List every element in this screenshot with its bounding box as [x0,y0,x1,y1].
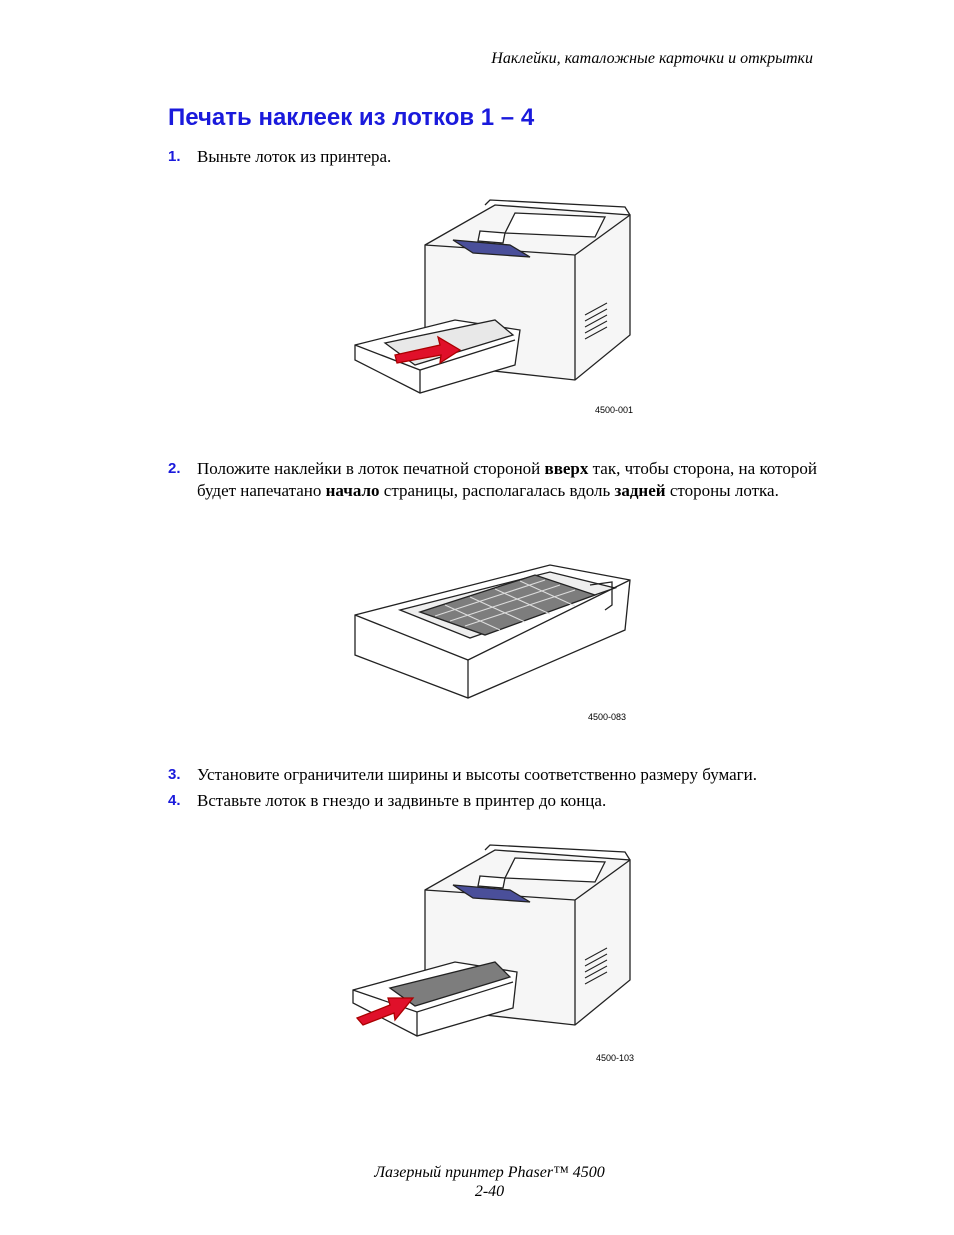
figure-code: 4500-103 [596,1053,635,1063]
page-number: 2-40 [474,1183,505,1200]
insert-tray-illustration [352,844,631,1037]
figure-code: 4500-001 [595,405,634,415]
step-text: Выньте лоток из принтера. [197,147,392,166]
tray-with-labels-illustration [354,564,631,699]
step-number: 4. [168,792,181,809]
step-number: 3. [168,766,181,783]
page-footer: Лазерный принтер Phaser™ 4500 2-40 [0,1163,954,1201]
step-2: 2. Положите наклейки в лоток печатной ст… [168,458,828,502]
page-title: Печать наклеек из лотков 1 – 4 [168,104,535,131]
printer-tray-out-illustration [354,199,631,394]
step-text: Вставьте лоток в гнездо и задвиньте в пр… [197,791,607,810]
footer-product: Лазерный принтер Phaser™ 4500 [374,1164,605,1181]
step-number: 1. [168,148,181,165]
running-header: Наклейки, каталожные карточки и открытки [491,50,813,67]
figure-code: 4500-083 [588,712,627,722]
step-3: 3. Установите ограничители ширины и высо… [168,764,828,786]
step-text: Положите наклейки в лоток печатной сторо… [197,459,817,500]
step-text: Установите ограничители ширины и высоты … [197,765,757,784]
step-1: 1. Выньте лоток из принтера. [168,146,828,168]
step-number: 2. [168,460,181,477]
step-4: 4. Вставьте лоток в гнездо и задвиньте в… [168,790,828,812]
